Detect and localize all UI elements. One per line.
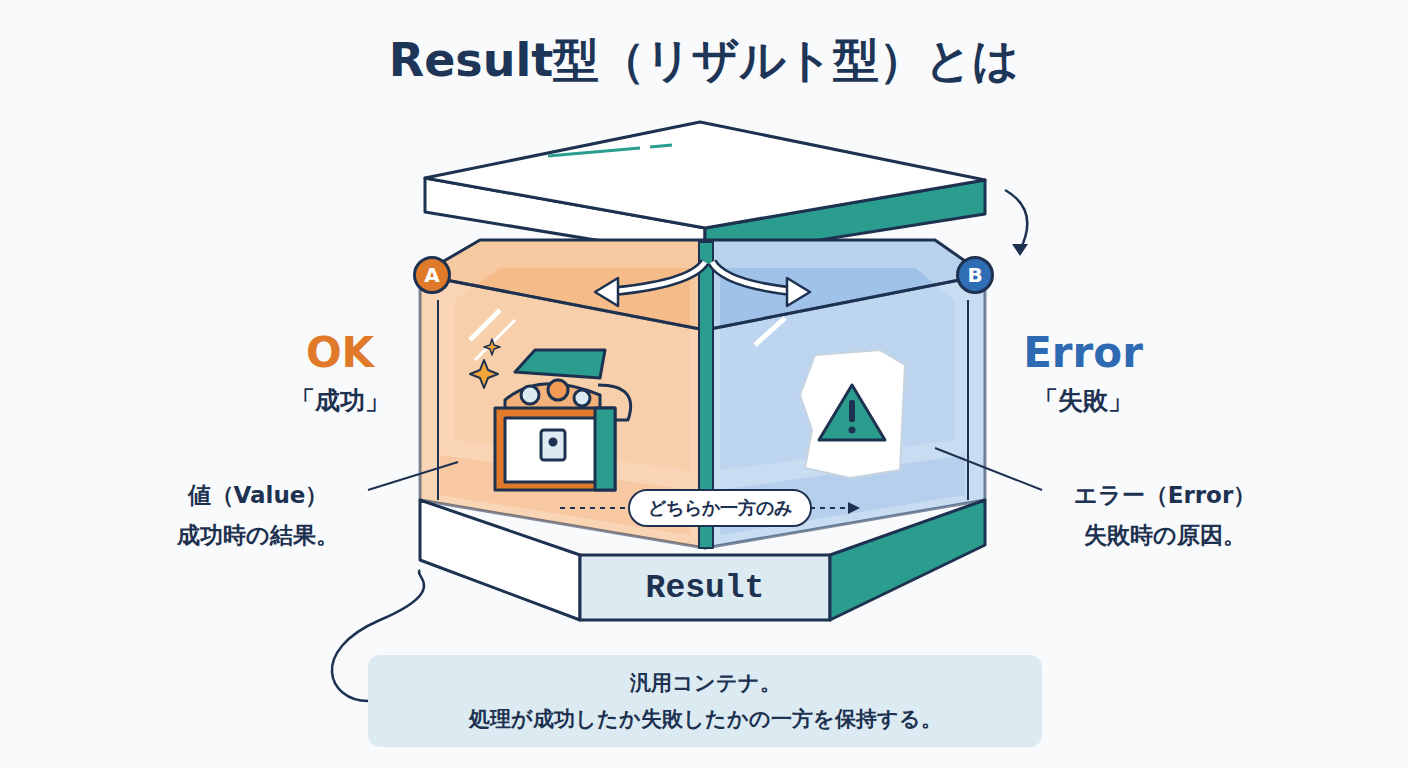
success-heading: OK xyxy=(306,328,374,377)
value-note: 値（Value） 成功時の結果。 xyxy=(177,475,339,555)
lid-arrow xyxy=(1005,190,1027,250)
lid xyxy=(425,122,985,258)
container-label: Result xyxy=(646,570,765,607)
treasure-chest-icon xyxy=(470,339,631,490)
node-text: 汎用コンテナ。 処理が成功したか失敗したかの一方を保持する。 xyxy=(469,665,942,737)
node-text: A xyxy=(424,265,439,285)
error-note: エラー（Error） 失敗時の原因。 xyxy=(1074,475,1257,555)
node-text: B xyxy=(967,265,982,285)
error-subheading: 「失敗」 xyxy=(1033,384,1133,417)
title: Result型（リザルト型）とは xyxy=(0,30,1408,92)
caption-box: 汎用コンテナ。 処理が成功したか失敗したかの一方を保持する。 xyxy=(368,655,1042,747)
lid-arrowhead xyxy=(1012,244,1028,256)
warning-paper-icon xyxy=(800,350,905,478)
dashed-arrowhead xyxy=(848,502,860,514)
success-subheading: 「成功」 xyxy=(290,384,390,417)
exclusive-pill: どちらか一方のみ xyxy=(628,489,812,527)
leader-line xyxy=(368,462,458,490)
container-body xyxy=(420,240,985,620)
node-text: どちらか一方のみ xyxy=(648,496,792,520)
leader-line xyxy=(935,448,1042,490)
callout-circle: A xyxy=(413,256,451,294)
error-heading: Error xyxy=(1023,328,1143,377)
result-container: Result どちらか一方のみ xyxy=(418,240,988,622)
callout-circle: B xyxy=(956,256,994,294)
